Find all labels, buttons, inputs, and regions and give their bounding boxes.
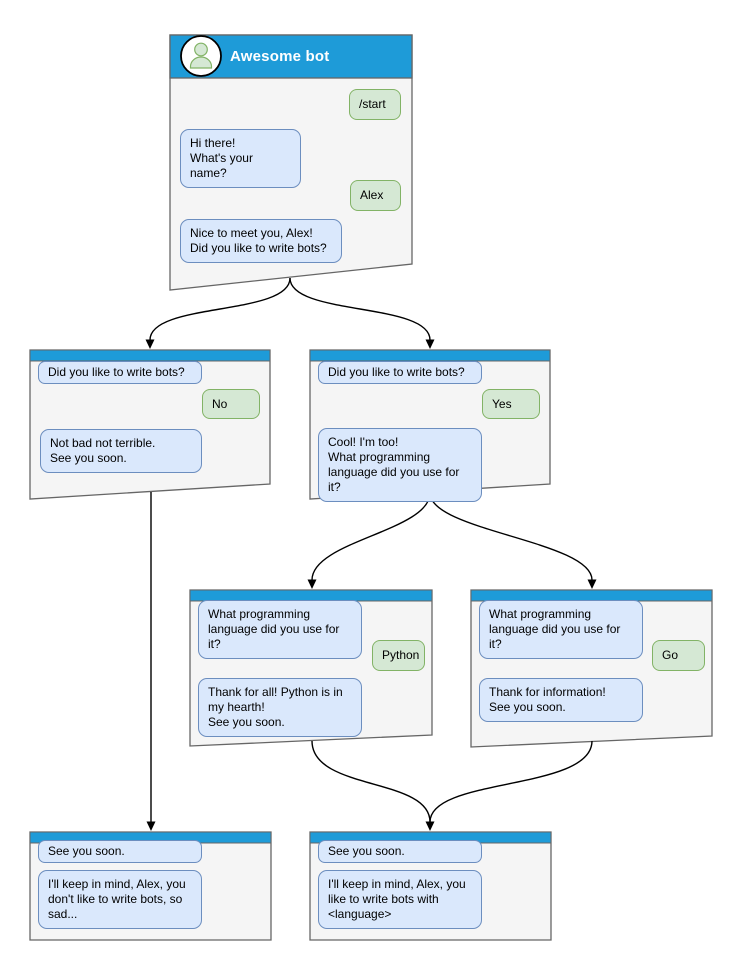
window-outline-end-yes (309, 831, 552, 941)
arrow-root-to-no (149, 277, 291, 341)
titlebar-branch-yes (309, 349, 551, 362)
arrowheads (145, 339, 597, 831)
window-outline-branch-yes (309, 349, 551, 500)
titlebar-end-no (29, 831, 272, 844)
window-outline-branch-go (470, 589, 713, 748)
window-outline-end-no (29, 831, 272, 941)
titlebar-branch-no (29, 349, 271, 362)
titlebar-branch-python (189, 589, 433, 602)
person-icon (189, 42, 213, 69)
arrow-go-to-end (429, 740, 593, 823)
titlebar-end-yes (309, 831, 552, 844)
arrow-yes-to-go (429, 492, 593, 581)
arrow-yes-to-python (311, 492, 431, 581)
arrow-python-to-end (311, 740, 431, 823)
titlebar-branch-go (470, 589, 713, 602)
window-outline-branch-no (29, 349, 271, 500)
arrow-root-to-yes (289, 277, 431, 341)
window-outline-branch-python (189, 589, 433, 747)
